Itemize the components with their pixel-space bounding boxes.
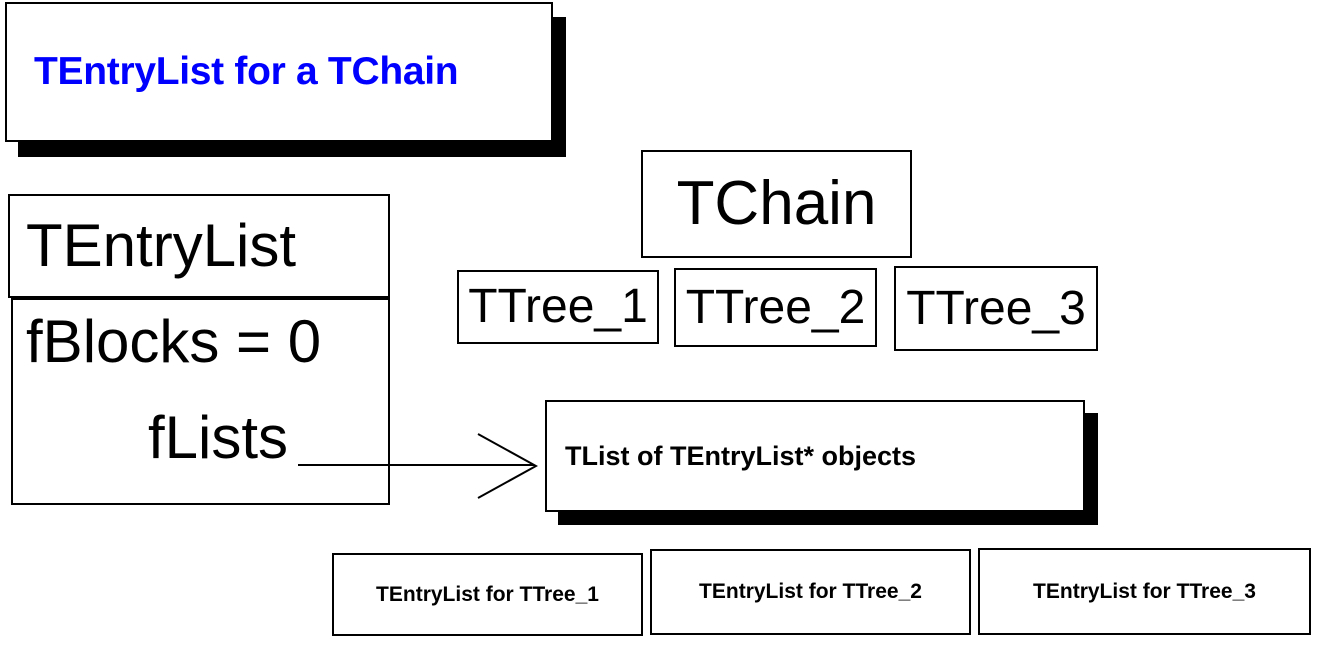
entrylist-member-fblocks: fBlocks = 0: [26, 308, 322, 375]
ttree-box-3: TTree_3: [894, 266, 1098, 351]
entrylist-for-ttree-2-box: TEntryList for TTree_2: [650, 549, 971, 635]
ttree-label-1: TTree_1: [468, 280, 648, 333]
entrylist-class-members-box: fBlocks = 0 fLists: [11, 298, 390, 505]
entrylist-for-ttree-3-label: TEntryList for TTree_3: [1033, 579, 1256, 603]
tchain-box: TChain: [641, 150, 912, 258]
tlist-label: TList of TEntryList* objects: [565, 440, 917, 471]
entrylist-for-ttree-2-label: TEntryList for TTree_2: [699, 580, 922, 603]
tchain-label: TChain: [676, 169, 877, 238]
connector-arrowhead-icon: [477, 433, 538, 499]
tlist-box: TList of TEntryList* objects: [545, 400, 1085, 512]
entrylist-class-header-box: TEntryList: [8, 194, 390, 298]
entrylist-for-ttree-1-label: TEntryList for TTree_1: [376, 582, 599, 606]
entrylist-for-ttree-1-box: TEntryList for TTree_1: [332, 553, 643, 636]
entrylist-for-ttree-3-box: TEntryList for TTree_3: [978, 548, 1311, 635]
ttree-box-2: TTree_2: [674, 268, 877, 347]
title-box: TEntryList for a TChain: [5, 2, 553, 142]
flists-connector-line: [298, 464, 534, 466]
entrylist-member-flists: fLists: [147, 404, 288, 471]
ttree-label-2: TTree_2: [685, 280, 866, 334]
ttree-box-1: TTree_1: [457, 270, 659, 344]
ttree-label-3: TTree_3: [906, 281, 1086, 335]
entrylist-class-name: TEntryList: [26, 212, 297, 279]
page-title: TEntryList for a TChain: [34, 50, 459, 93]
